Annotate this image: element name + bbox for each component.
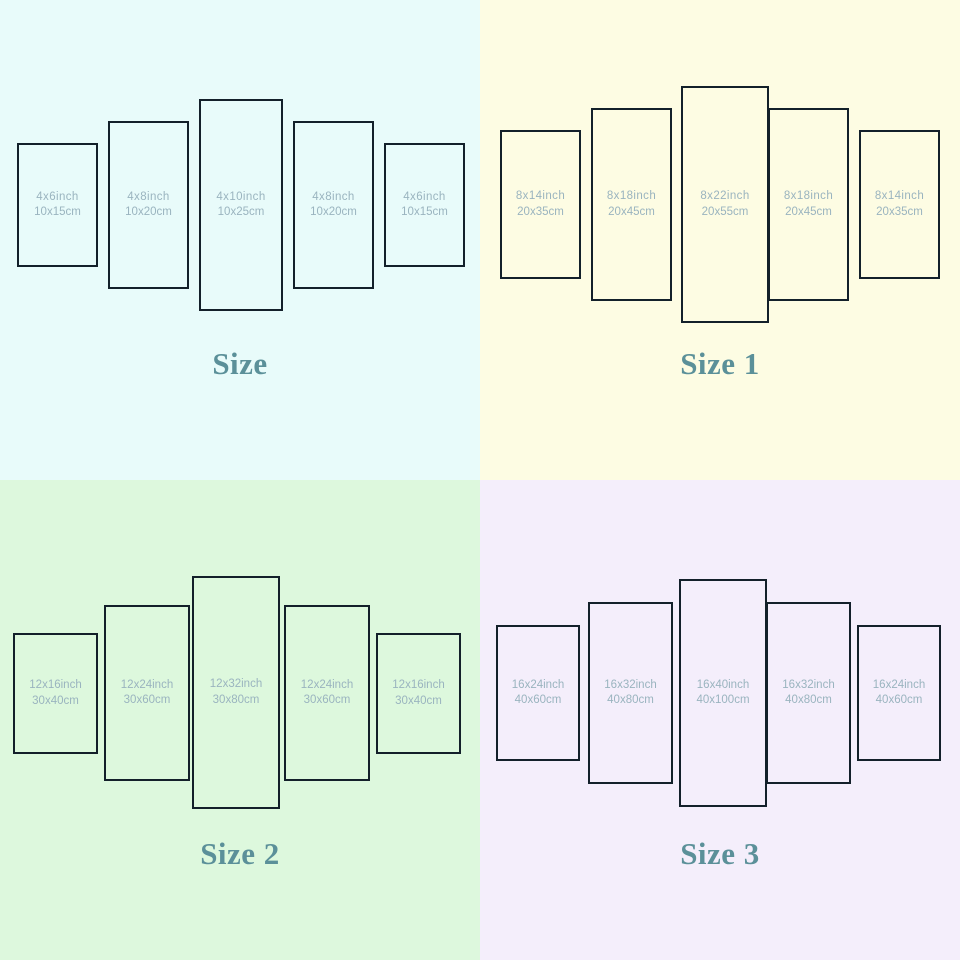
canvas-panel: 8x22inch 20x55cm bbox=[681, 86, 769, 323]
panel-size-cm: 40x80cm bbox=[785, 694, 832, 706]
panel-size-inch: 8x18inch bbox=[606, 190, 657, 203]
panel-size-label: 16x24inch 40x60cm bbox=[873, 678, 925, 708]
panel-size-inch: 16x24inch bbox=[872, 678, 926, 691]
panel-size-label: 8x14inch 20x35cm bbox=[516, 189, 565, 219]
panel-size-cm: 20x45cm bbox=[608, 205, 655, 218]
panel-size-inch: 4x6inch bbox=[36, 190, 79, 203]
panel-size-label: 4x8inch 10x20cm bbox=[310, 190, 357, 220]
canvas-panel: 12x24inch 30x60cm bbox=[284, 605, 370, 781]
panel-size-cm: 10x20cm bbox=[310, 206, 357, 218]
panel-size-cm: 10x15cm bbox=[34, 206, 81, 218]
quadrant-size-2: 12x16inch 30x40cm 12x24inch 30x60cm 12x32inc… bbox=[0, 480, 480, 960]
panel-size-label: 12x16inch 30x40cm bbox=[392, 678, 444, 708]
heading-size-1: Size 1 bbox=[680, 346, 760, 381]
panel-size-inch: 8x14inch bbox=[874, 190, 925, 203]
panel-size-inch: 16x32inch bbox=[782, 678, 835, 691]
panel-size-inch: 4x6inch bbox=[403, 190, 446, 203]
canvas-panel: 12x16inch 30x40cm bbox=[376, 633, 461, 754]
panel-size-inch: 12x24inch bbox=[120, 678, 174, 691]
canvas-panel: 8x18inch 20x45cm bbox=[591, 108, 672, 301]
panel-size-inch: 4x8inch bbox=[312, 190, 355, 203]
panel-size-label: 4x8inch 10x20cm bbox=[125, 190, 172, 220]
canvas-panel: 12x16inch 30x40cm bbox=[13, 633, 98, 754]
canvas-panel: 8x14inch 20x35cm bbox=[859, 130, 940, 279]
panel-size-inch: 12x24inch bbox=[300, 678, 354, 691]
panel-size-cm: 10x20cm bbox=[125, 206, 172, 218]
heading-size-2: Size 2 bbox=[200, 836, 280, 871]
panel-size-cm: 20x35cm bbox=[876, 205, 923, 218]
panel-size-cm: 40x60cm bbox=[514, 694, 562, 706]
panel-size-label: 4x6inch 10x15cm bbox=[34, 190, 81, 220]
canvas-panel: 16x32inch 40x80cm bbox=[766, 602, 851, 784]
panel-size-inch: 8x22inch bbox=[700, 190, 750, 203]
panel-size-label: 4x10inch 10x25cm bbox=[216, 190, 265, 220]
panel-size-label: 16x32inch 40x80cm bbox=[604, 678, 656, 708]
panel-size-label: 8x18inch 20x45cm bbox=[607, 189, 656, 219]
panel-size-inch: 4x8inch bbox=[127, 190, 170, 203]
canvas-panel: 4x8inch 10x20cm bbox=[108, 121, 189, 289]
panel-size-cm: 40x60cm bbox=[875, 694, 923, 706]
panel-size-label: 12x32inch 30x80cm bbox=[210, 677, 262, 707]
panel-size-cm: 20x45cm bbox=[785, 205, 832, 218]
canvas-panel: 16x24inch 40x60cm bbox=[496, 625, 580, 761]
canvas-panel: 16x40inch 40x100cm bbox=[679, 579, 767, 807]
panel-size-cm: 10x25cm bbox=[217, 206, 265, 218]
panel-size-cm: 30x40cm bbox=[32, 694, 79, 707]
panel-size-inch: 12x16inch bbox=[392, 679, 445, 692]
canvas-panel: 12x24inch 30x60cm bbox=[104, 605, 190, 781]
panel-size-label: 12x16inch 30x40cm bbox=[29, 678, 81, 708]
panel-group-size-3: 16x24inch 40x60cm 16x32inch 40x80cm 16x40inc… bbox=[480, 480, 960, 960]
panel-size-cm: 10x15cm bbox=[401, 206, 448, 218]
panel-size-cm: 40x100cm bbox=[696, 694, 750, 706]
quadrant-size-3: 16x24inch 40x60cm 16x32inch 40x80cm 16x40inc… bbox=[480, 480, 960, 960]
panel-group-size-2: 12x16inch 30x40cm 12x24inch 30x60cm 12x32inc… bbox=[0, 480, 480, 960]
panel-group-size: 4x6inch 10x15cm 4x8inch 10x20cm 4x10inch 10x2… bbox=[0, 0, 480, 480]
panel-size-cm: 20x55cm bbox=[701, 205, 749, 218]
canvas-panel: 4x6inch 10x15cm bbox=[17, 143, 98, 267]
panel-size-label: 16x32inch 40x80cm bbox=[782, 678, 834, 708]
panel-size-inch: 16x32inch bbox=[604, 678, 657, 691]
panel-size-inch: 12x16inch bbox=[29, 679, 82, 692]
canvas-panel: 8x18inch 20x45cm bbox=[768, 108, 849, 301]
panel-size-cm: 30x80cm bbox=[212, 693, 260, 706]
canvas-panel: 16x24inch 40x60cm bbox=[857, 625, 941, 761]
panel-size-cm: 30x60cm bbox=[123, 694, 171, 706]
panel-size-cm: 40x80cm bbox=[607, 694, 654, 706]
heading-size: Size bbox=[212, 346, 268, 381]
panel-size-cm: 20x35cm bbox=[517, 205, 564, 218]
quadrant-size: 4x6inch 10x15cm 4x8inch 10x20cm 4x10inch 10x2… bbox=[0, 0, 480, 480]
heading-size-3: Size 3 bbox=[680, 836, 760, 871]
panel-size-cm: 30x40cm bbox=[395, 694, 442, 707]
canvas-panel: 4x10inch 10x25cm bbox=[199, 99, 283, 311]
panel-size-label: 16x40inch 40x100cm bbox=[696, 678, 749, 708]
panel-size-inch: 12x32inch bbox=[209, 678, 263, 691]
panel-size-label: 16x24inch 40x60cm bbox=[512, 678, 564, 708]
panel-size-label: 12x24inch 30x60cm bbox=[121, 678, 173, 708]
panel-size-inch: 16x24inch bbox=[511, 678, 565, 691]
canvas-panel: 4x8inch 10x20cm bbox=[293, 121, 374, 289]
panel-size-inch: 4x10inch bbox=[216, 190, 266, 203]
canvas-panel: 8x14inch 20x35cm bbox=[500, 130, 581, 279]
canvas-panel: 4x6inch 10x15cm bbox=[384, 143, 465, 267]
panel-size-label: 4x6inch 10x15cm bbox=[401, 190, 448, 220]
canvas-panel: 12x32inch 30x80cm bbox=[192, 576, 280, 809]
panel-size-cm: 30x60cm bbox=[303, 694, 351, 706]
panel-size-inch: 8x14inch bbox=[515, 190, 566, 203]
panel-size-label: 8x22inch 20x55cm bbox=[700, 189, 749, 219]
canvas-panel: 16x32inch 40x80cm bbox=[588, 602, 673, 784]
panel-size-inch: 16x40inch bbox=[696, 678, 750, 691]
panel-size-label: 12x24inch 30x60cm bbox=[301, 678, 353, 708]
quadrant-size-1: 8x14inch 20x35cm 8x18inch 20x45cm 8x22inch 20… bbox=[480, 0, 960, 480]
panel-size-label: 8x14inch 20x35cm bbox=[875, 189, 924, 219]
panel-size-label: 8x18inch 20x45cm bbox=[784, 189, 833, 219]
panel-group-size-1: 8x14inch 20x35cm 8x18inch 20x45cm 8x22inch 20… bbox=[480, 0, 960, 480]
panel-size-inch: 8x18inch bbox=[783, 190, 834, 203]
